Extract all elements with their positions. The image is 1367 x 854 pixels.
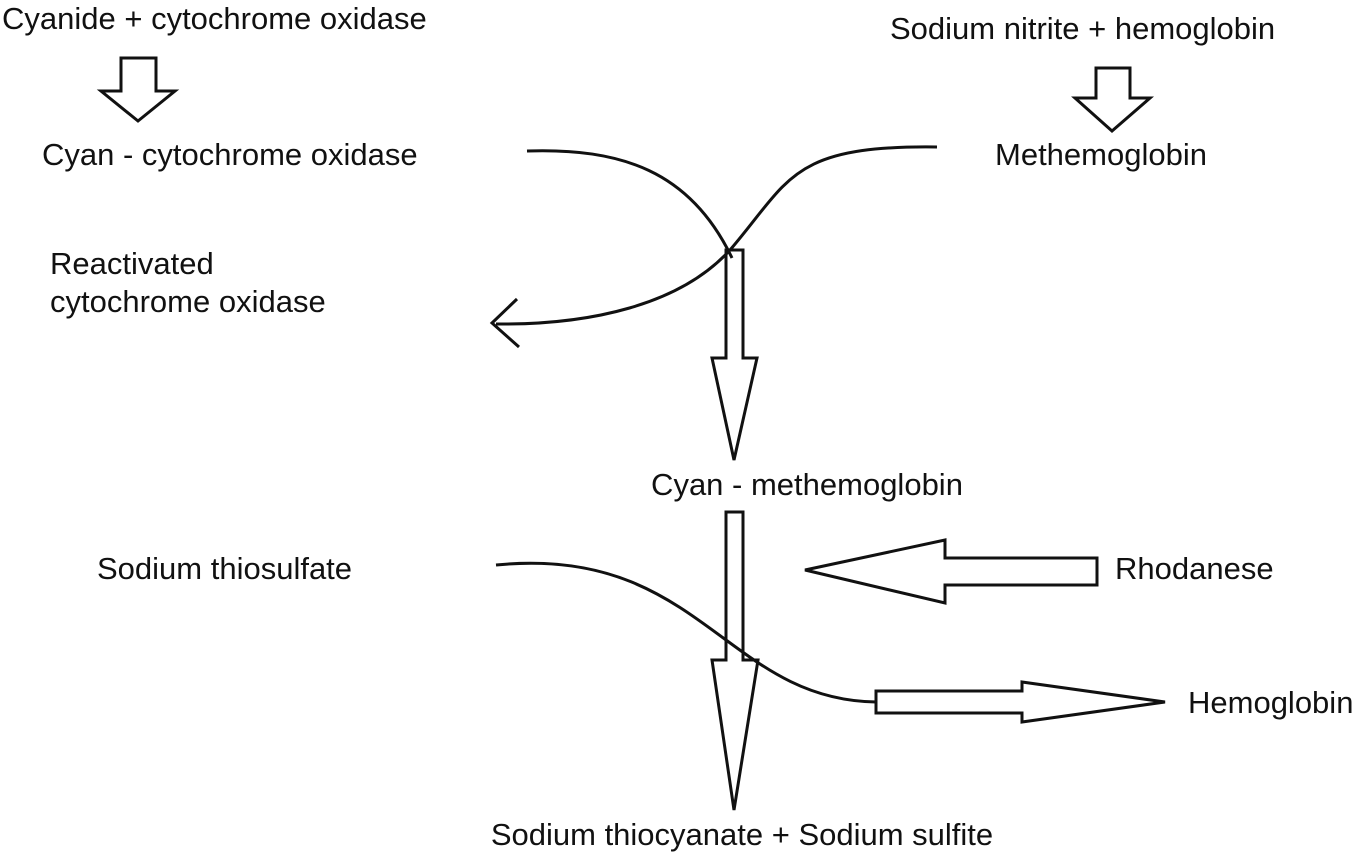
arrow-rhodanese — [804, 538, 1099, 605]
label-cyan-cytochrome-oxidase: Cyan - cytochrome oxidase — [42, 137, 418, 172]
arrow-cyanide-to-cyan-cco — [96, 56, 180, 123]
curve-cyan-cco-to-crossing — [526, 149, 734, 259]
curve-thiosulfate-to-hemoglobin — [495, 561, 877, 704]
label-cyanide-cytochrome-oxidase: Cyanide + cytochrome oxidase — [2, 1, 427, 36]
label-methemoglobin: Methemoglobin — [995, 137, 1207, 172]
arrow-to-cyan-methemoglobin — [710, 248, 759, 461]
label-cyan-methemoglobin: Cyan - methemoglobin — [651, 467, 963, 502]
arrow-nitrite-to-methemoglobin — [1071, 66, 1155, 133]
label-sodium-thiocyanate-sodium-sulfite: Sodium thiocyanate + Sodium sulfite — [490, 817, 994, 852]
arrowhead-reactivated — [489, 297, 520, 349]
label-sodium-nitrite-hemoglobin: Sodium nitrite + hemoglobin — [890, 11, 1276, 46]
label-hemoglobin: Hemoglobin — [1188, 685, 1354, 720]
label-reactivated-cytochrome-oxidase: Reactivated cytochrome oxidase — [50, 245, 326, 321]
arrow-to-hemoglobin — [874, 680, 1166, 724]
arrow-to-products — [710, 510, 760, 811]
curve-methemoglobin-to-reactivated — [495, 145, 938, 326]
label-reactivated-line-1: Reactivated — [50, 246, 214, 281]
label-sodium-thiosulfate: Sodium thiosulfate — [97, 551, 353, 586]
label-reactivated-line-2: cytochrome oxidase — [50, 284, 326, 319]
label-rhodanese: Rhodanese — [1115, 551, 1274, 586]
